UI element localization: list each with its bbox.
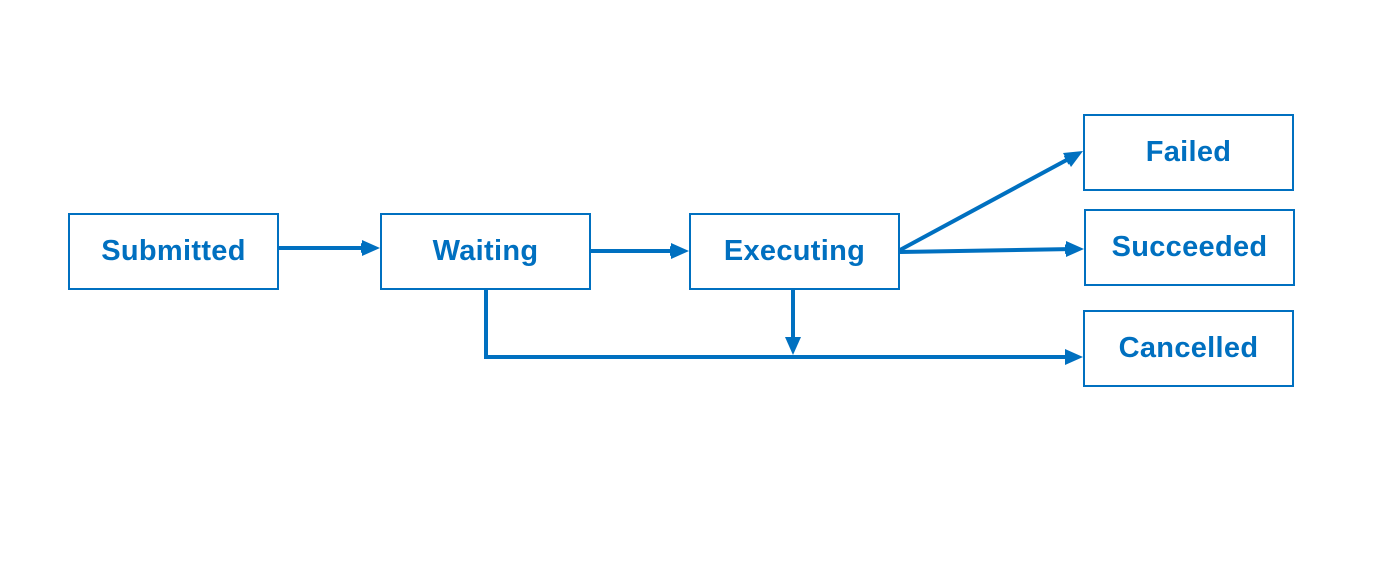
arrowhead-waiting-to-executing bbox=[671, 243, 689, 259]
arrowhead-submitted-to-waiting bbox=[362, 240, 380, 256]
state-label: Cancelled bbox=[1118, 332, 1259, 364]
state-label: Submitted bbox=[101, 235, 246, 267]
state-cancelled: Cancelled bbox=[1083, 310, 1294, 387]
state-label: Waiting bbox=[432, 235, 539, 267]
arrow-waiting-to-cancelled bbox=[484, 290, 1075, 362]
state-label: Succeeded bbox=[1111, 231, 1268, 263]
arrowhead-executing-to-succeeded bbox=[1066, 241, 1084, 257]
arrow-executing-to-failed bbox=[899, 154, 1075, 252]
arrow-executing-to-succeeded bbox=[899, 244, 1075, 255]
state-executing: Executing bbox=[689, 213, 900, 290]
arrowhead-executing-to-failed bbox=[1063, 151, 1083, 167]
state-failed: Failed bbox=[1083, 114, 1294, 191]
state-label: Failed bbox=[1145, 136, 1232, 168]
state-succeeded: Succeeded bbox=[1084, 209, 1295, 286]
state-label: Executing bbox=[723, 235, 866, 267]
arrowheads bbox=[362, 151, 1084, 365]
arrowhead-to-cancelled bbox=[1065, 349, 1083, 365]
state-waiting: Waiting bbox=[380, 213, 591, 290]
arrowhead-executing-down bbox=[785, 337, 801, 355]
state-submitted: Submitted bbox=[68, 213, 279, 290]
